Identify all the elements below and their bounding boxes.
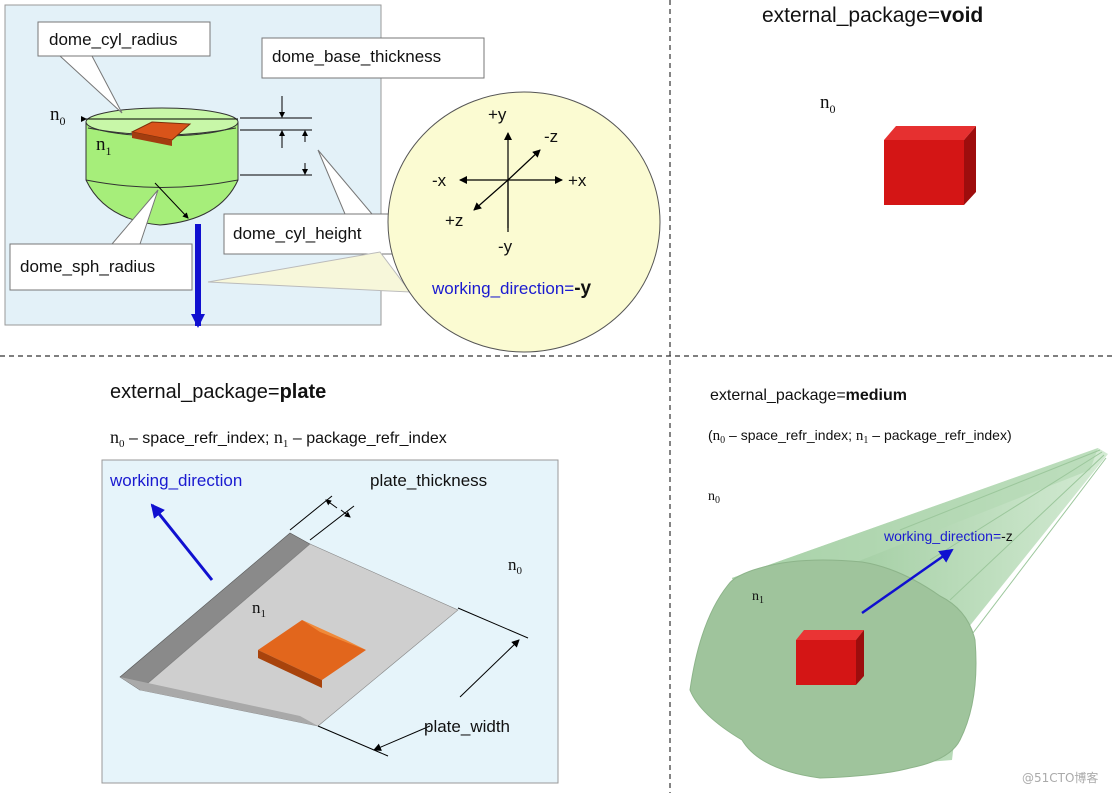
watermark: @51CTO博客 [1022, 770, 1098, 785]
label-plate-thickness: plate_thickness [370, 471, 487, 490]
label-plate-working-direction: working_direction [109, 471, 242, 490]
label-working-direction-dome: working_direction=-y [431, 278, 592, 299]
axis-plus-y: +y [488, 105, 507, 124]
void-title: external_package=void [762, 4, 983, 27]
plate-title: external_package=plate [110, 381, 326, 403]
dome-dimension-lines [240, 96, 312, 176]
label-plate-width: plate_width [424, 717, 510, 736]
callout-dome-cyl-radius: dome_cyl_radius [37, 21, 211, 114]
label-medium-working-direction: working_direction=-z [883, 528, 1013, 544]
label-dome-cyl-height: dome_cyl_height [233, 224, 362, 243]
callout-dome-base-thickness: dome_base_thickness [261, 37, 485, 79]
axis-plus-x: +x [568, 171, 587, 190]
label-dome-n0: n0 [50, 104, 66, 128]
label-dome-sph-radius: dome_sph_radius [20, 257, 155, 276]
void-cube [884, 126, 976, 205]
axis-minus-y: -y [498, 237, 513, 256]
label-medium-n0: n0 [708, 489, 720, 506]
label-dome-n1: n1 [96, 134, 112, 158]
axis-minus-z: -z [544, 127, 558, 146]
zoom-beam [207, 251, 412, 293]
plate-legend: n0 – space_refr_index; n1 – package_refr… [110, 427, 447, 450]
label-dome-base-thickness: dome_base_thickness [272, 47, 441, 66]
axes-circle: +y -y +x -x +z -z working_direction=-y [387, 91, 661, 353]
medium-cube [796, 630, 864, 685]
void-panel: external_package=void n0 [762, 4, 983, 205]
plate-dimension-lines [289, 495, 529, 757]
axis-plus-z: +z [445, 211, 463, 230]
medium-legend: (n0 – space_refr_index; n1 – package_ref… [708, 427, 1012, 446]
working-direction-arrow-plate [150, 503, 214, 581]
callout-dome-cyl-height: dome_cyl_height [223, 149, 395, 255]
medium-cone [689, 448, 1108, 779]
medium-panel: external_package=medium (n0 – space_refr… [689, 387, 1108, 779]
label-plate-n1: n1 [252, 598, 266, 620]
label-medium-n1: n1 [752, 589, 764, 606]
label-plate-n0: n0 [508, 555, 523, 577]
axis-minus-x: -x [432, 171, 447, 190]
callout-dome-sph-radius: dome_sph_radius [9, 189, 193, 291]
plate-shape [119, 532, 459, 727]
dome-shape [81, 107, 239, 226]
label-dome-cyl-radius: dome_cyl_radius [49, 30, 178, 49]
label-void-n0: n0 [820, 92, 836, 116]
medium-title: external_package=medium [710, 387, 907, 404]
working-direction-arrow-medium [861, 548, 954, 615]
plate-panel: external_package=plate n0 – space_refr_i… [101, 381, 559, 784]
